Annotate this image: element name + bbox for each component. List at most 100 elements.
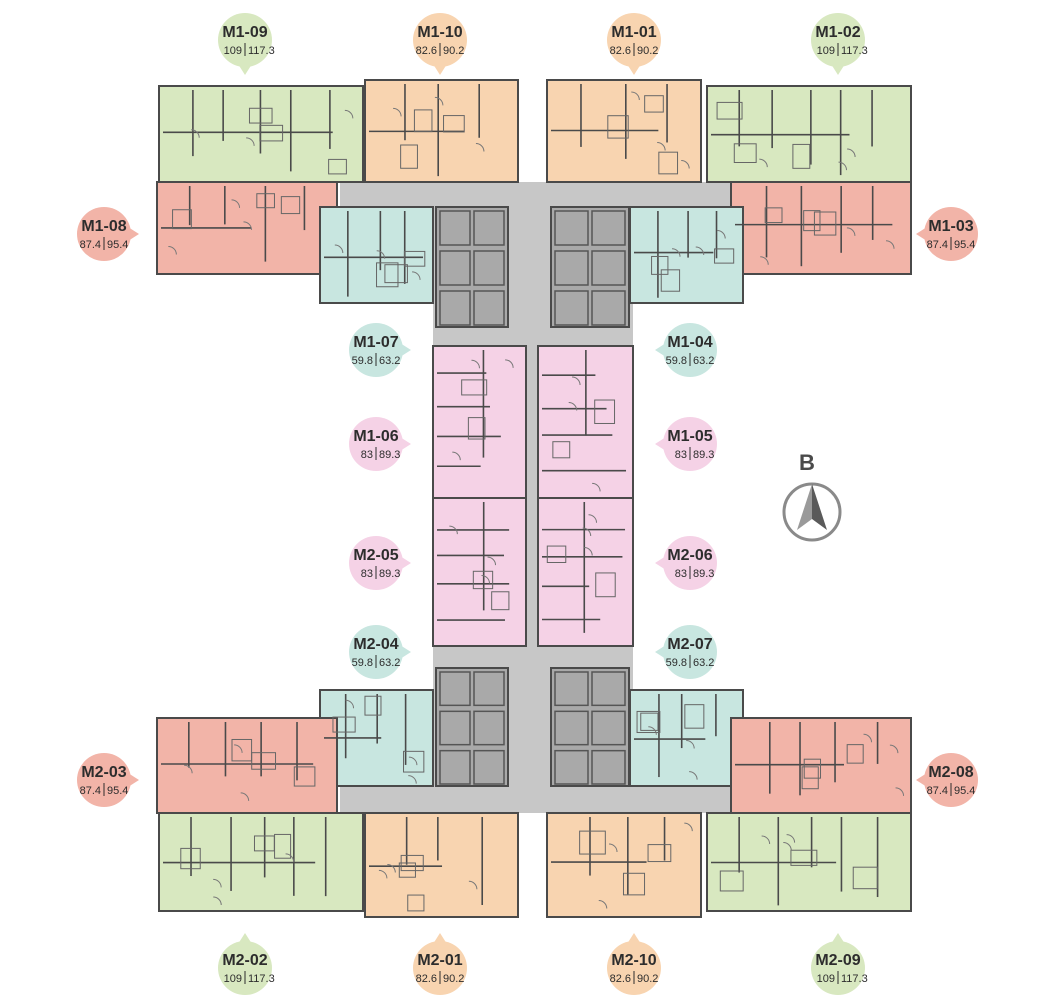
badge-circle bbox=[349, 625, 403, 679]
badge-circle bbox=[77, 207, 131, 261]
unit-area-built: 117.3 bbox=[248, 45, 275, 57]
unit-walls bbox=[711, 817, 879, 906]
unit-area-m2-03 bbox=[156, 717, 338, 814]
unit-walls bbox=[735, 722, 905, 796]
unit-area-built: 89.3 bbox=[693, 449, 714, 461]
unit-code: M2-03 bbox=[81, 764, 126, 781]
unit-area-carpet: 109 bbox=[224, 45, 242, 57]
unit-walls bbox=[542, 502, 626, 633]
compass-letter: B bbox=[799, 450, 815, 475]
unit-code: M2-06 bbox=[667, 547, 712, 564]
elevator-shaft bbox=[554, 290, 589, 326]
unit-code: M1-10 bbox=[417, 24, 462, 41]
unit-area-m1-03 bbox=[730, 181, 912, 275]
core-south-west bbox=[435, 667, 509, 787]
unit-area-m1-04 bbox=[629, 206, 744, 304]
badge-circle bbox=[349, 536, 403, 590]
unit-area-carpet: 82.6 bbox=[610, 973, 631, 985]
unit-code: M2-09 bbox=[815, 952, 860, 969]
unit-walls bbox=[735, 186, 895, 267]
elevator-shaft bbox=[473, 671, 505, 707]
elevator-shaft bbox=[439, 710, 471, 746]
elevator-shaft bbox=[439, 749, 471, 785]
unit-area-carpet: 59.8 bbox=[352, 657, 373, 669]
floor-plan-areas bbox=[156, 79, 912, 918]
unit-code: M2-05 bbox=[353, 547, 398, 564]
unit-area-built: 63.2 bbox=[693, 657, 714, 669]
badge-circle bbox=[811, 941, 865, 995]
unit-area-built: 63.2 bbox=[379, 657, 400, 669]
unit-area-built: 95.4 bbox=[954, 785, 975, 797]
unit-walls bbox=[634, 694, 717, 780]
badge-circle bbox=[663, 323, 717, 377]
elevator-shaft bbox=[473, 250, 505, 286]
interior-walls bbox=[161, 84, 905, 912]
unit-area-carpet: 83 bbox=[361, 449, 373, 461]
unit-walls bbox=[163, 817, 327, 906]
unit-area-carpet: 87.4 bbox=[80, 785, 101, 797]
unit-code: M1-04 bbox=[667, 334, 712, 351]
unit-code: M1-01 bbox=[611, 24, 656, 41]
elevator-shaft bbox=[591, 671, 626, 707]
badge-circle bbox=[349, 323, 403, 377]
elevator-shaft bbox=[473, 749, 505, 785]
elevator-shaft bbox=[473, 710, 505, 746]
north-compass: B bbox=[782, 450, 842, 542]
unit-area-built: 95.4 bbox=[107, 785, 128, 797]
unit-area-built: 117.3 bbox=[841, 973, 868, 985]
unit-area-carpet: 83 bbox=[361, 568, 373, 580]
badge-circle bbox=[413, 941, 467, 995]
unit-area-carpet: 82.6 bbox=[416, 45, 437, 57]
unit-area-built: 90.2 bbox=[443, 973, 464, 985]
unit-walls bbox=[551, 817, 693, 909]
core-south-east bbox=[550, 667, 630, 787]
unit-walls bbox=[369, 84, 485, 177]
unit-area-built: 63.2 bbox=[693, 355, 714, 367]
elevator-shaft bbox=[473, 210, 505, 246]
core-north-east bbox=[550, 206, 630, 328]
elevator-shaft bbox=[439, 210, 471, 246]
unit-code: M1-07 bbox=[353, 334, 398, 351]
unit-code: M2-10 bbox=[611, 952, 656, 969]
unit-walls bbox=[161, 722, 316, 801]
corridor-central bbox=[526, 346, 538, 646]
unit-code: M1-03 bbox=[928, 218, 973, 235]
unit-walls bbox=[324, 694, 425, 784]
elevator-shaft bbox=[439, 671, 471, 707]
compass-arrow-right bbox=[812, 484, 827, 530]
unit-code: M1-06 bbox=[353, 428, 398, 445]
unit-area-built: 90.2 bbox=[443, 45, 464, 57]
unit-area-built: 63.2 bbox=[379, 355, 400, 367]
elevator-shaft bbox=[591, 210, 626, 246]
unit-area-carpet: 87.4 bbox=[927, 785, 948, 797]
unit-area-built: 90.2 bbox=[637, 45, 658, 57]
unit-walls bbox=[437, 502, 510, 621]
badge-circle bbox=[663, 625, 717, 679]
elevator-shaft bbox=[554, 210, 589, 246]
elevator-shaft bbox=[554, 250, 589, 286]
unit-area-m2-07 bbox=[629, 689, 744, 787]
unit-area-m1-06 bbox=[432, 345, 527, 499]
unit-code: M2-01 bbox=[417, 952, 462, 969]
unit-area-m2-10 bbox=[546, 812, 702, 918]
unit-area-carpet: 59.8 bbox=[666, 657, 687, 669]
badge-circle bbox=[413, 13, 467, 67]
unit-area-built: 117.3 bbox=[841, 45, 868, 57]
badge-circle bbox=[663, 417, 717, 471]
unit-area-m2-05 bbox=[432, 497, 527, 647]
unit-area-m1-07 bbox=[319, 206, 434, 304]
unit-area-carpet: 87.4 bbox=[927, 239, 948, 251]
unit-area-carpet: 59.8 bbox=[666, 355, 687, 367]
badge-circle bbox=[218, 13, 272, 67]
elevator-shaft bbox=[554, 710, 589, 746]
